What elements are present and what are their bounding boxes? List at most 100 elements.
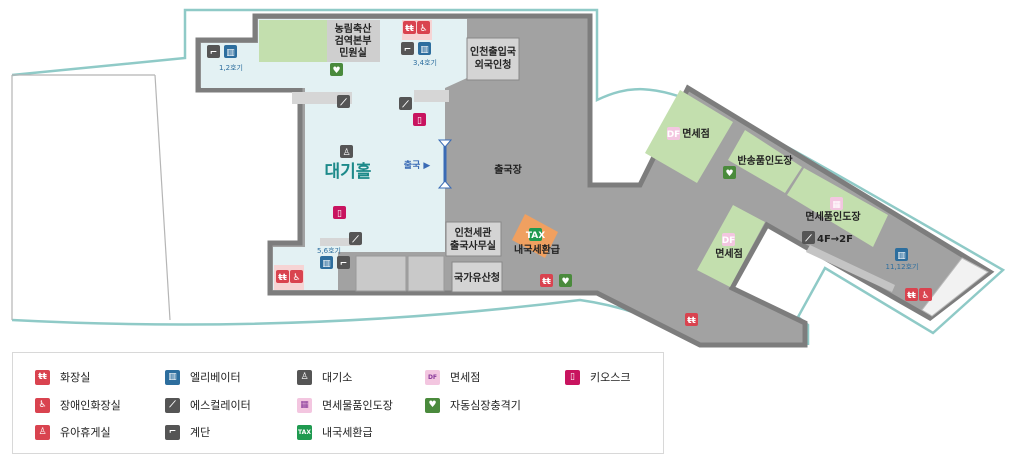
escalator-icon: ⟋ (337, 95, 350, 108)
accessible-icon: ♿ (35, 397, 50, 413)
stairs-icon: ⌐ (337, 256, 350, 269)
svg-text:♿: ♿ (921, 291, 929, 301)
customs-label: 출국사무실 (450, 239, 496, 252)
svg-text:▥: ▥ (420, 45, 429, 55)
legend-label: 유아휴게실 (60, 426, 111, 439)
svg-text:♥: ♥ (332, 66, 340, 76)
svg-text:▥: ▥ (226, 48, 235, 58)
legend-label: 에스컬레이터 (190, 399, 251, 412)
storage-room (355, 255, 407, 292)
taxrefund-icon: TAX (526, 228, 545, 241)
elevator-icon: ▥ (224, 45, 237, 58)
duty-free-shop-1 (645, 90, 733, 183)
escalator-strip (414, 90, 449, 102)
accessible-icon: ♿ (290, 270, 303, 283)
waiting-icon: ♙ (340, 145, 353, 158)
elevator-label: 5,6호기 (317, 246, 341, 255)
elevator-icon: ▥ (418, 42, 431, 55)
quarantine-label: 검역본부 (335, 34, 372, 47)
quarantine-office (327, 20, 380, 62)
svg-text:⟋: ⟋ (339, 97, 347, 108)
svg-text:⟋: ⟋ (401, 99, 409, 110)
svg-text:ŧŧ: ŧŧ (907, 291, 916, 301)
waiting-hall-area (201, 19, 467, 252)
waiting-icon: ♙ (297, 369, 312, 385)
legend-label: 계단 (190, 426, 211, 439)
storage-room (407, 255, 445, 292)
svg-text:TAX: TAX (526, 231, 545, 241)
quarantine-label: 민원실 (339, 46, 367, 59)
legend-label: 면세점 (450, 371, 481, 384)
legend-label: 엘리베이터 (190, 371, 241, 384)
svg-text:♿: ♿ (292, 273, 300, 283)
legend-label: 화장실 (60, 371, 91, 384)
restroom-icon: ŧŧ (35, 369, 50, 385)
dutyfree-icon: DF (667, 127, 681, 140)
svg-text:▯: ▯ (417, 116, 422, 126)
svg-text:▯: ▯ (337, 209, 342, 219)
gate-marker (437, 180, 453, 189)
svg-text:♙: ♙ (342, 148, 350, 158)
svg-text:DF: DF (722, 236, 736, 246)
waiting-hall-label: 대기홀 (325, 161, 372, 182)
duty-free-label: 면세점 (682, 127, 710, 140)
legend-item-nursing: ♙ 유아휴게실 (35, 424, 111, 440)
legend-item-stairs: ⌐ 계단 (165, 424, 210, 440)
building-outline-bottom (11, 298, 701, 347)
kiosk-icon: ▯ (413, 113, 426, 126)
legend-item-waiting: ♙대기소 (297, 369, 352, 385)
svg-text:ŧŧ: ŧŧ (542, 277, 551, 287)
svg-text:▦: ▦ (832, 200, 841, 210)
escalator-strip (806, 245, 895, 292)
legend-label: 키오스크 (590, 371, 631, 384)
svg-text:▥: ▥ (322, 259, 331, 269)
elevator-label: 3,4호기 (413, 58, 437, 67)
immigration-office (466, 37, 520, 81)
aed-icon: ♥ (559, 274, 572, 287)
restroom-icon: ŧŧ (540, 274, 553, 287)
accessible-icon: ♿ (919, 288, 932, 301)
dutyfree-icon: DF (425, 369, 440, 385)
restroom-icon: ŧŧ (276, 270, 289, 283)
svg-text:⌐: ⌐ (404, 45, 412, 55)
kiosk-icon: ▯ (565, 369, 580, 385)
stairs-icon: ⌐ (207, 45, 220, 58)
escalator-strip (320, 238, 360, 246)
legend-item-gift: ▦ 면세물품인도장 (297, 397, 393, 413)
svg-text:⌐: ⌐ (210, 48, 218, 58)
legend-item-escalator: ⟋ 에스컬레이터 (165, 397, 251, 413)
escalator-icon: ⟋ (399, 97, 412, 110)
return-pickup-area (728, 130, 802, 193)
legend-item-aed: ♥자동심장충격기 (425, 397, 521, 413)
legend-label: 면세물품인도장 (322, 399, 393, 412)
elevator-icon: ▥ (320, 256, 333, 269)
legend-item-restroom: ŧŧ 화장실 (35, 369, 90, 385)
kiosk-icon: ▯ (333, 206, 346, 219)
svg-text:⌐: ⌐ (340, 259, 348, 269)
legend-label: 내국세환급 (322, 426, 373, 439)
legend-item-elevator: ▥엘리베이터 (165, 369, 241, 385)
escalator-icon: ⟋ (349, 232, 362, 245)
svg-text:DF: DF (667, 130, 681, 140)
tax-refund-label: 내국세환급 (514, 243, 560, 256)
escalator-icon: ⟋ (165, 397, 180, 413)
svg-text:⟋: ⟋ (804, 233, 812, 244)
stairs-icon: ⌐ (165, 424, 180, 440)
immigration-label: 인천출입국 (470, 45, 516, 58)
exit-label: 출국 ▶ (404, 159, 431, 171)
restroom-icon: ŧŧ (905, 288, 918, 301)
svg-text:ŧŧ: ŧŧ (278, 273, 287, 283)
svg-text:ŧŧ: ŧŧ (405, 24, 414, 34)
gift-icon: ▦ (297, 397, 312, 413)
legend-label: 자동심장충격기 (450, 399, 521, 412)
svg-text:⟋: ⟋ (351, 234, 359, 245)
gate-marker (437, 139, 453, 148)
dutyfree-icon: DF (722, 233, 736, 246)
escalator-direction-label: 4F→2F (817, 234, 853, 245)
elevator-label: 11,12호기 (886, 262, 919, 271)
quarantine-label: 농림축산 (335, 22, 373, 35)
nursing-icon: ♙ (35, 424, 50, 440)
svg-text:♥: ♥ (725, 169, 733, 179)
green-zone (259, 20, 327, 62)
taxrefund-icon: TAX (297, 424, 312, 440)
